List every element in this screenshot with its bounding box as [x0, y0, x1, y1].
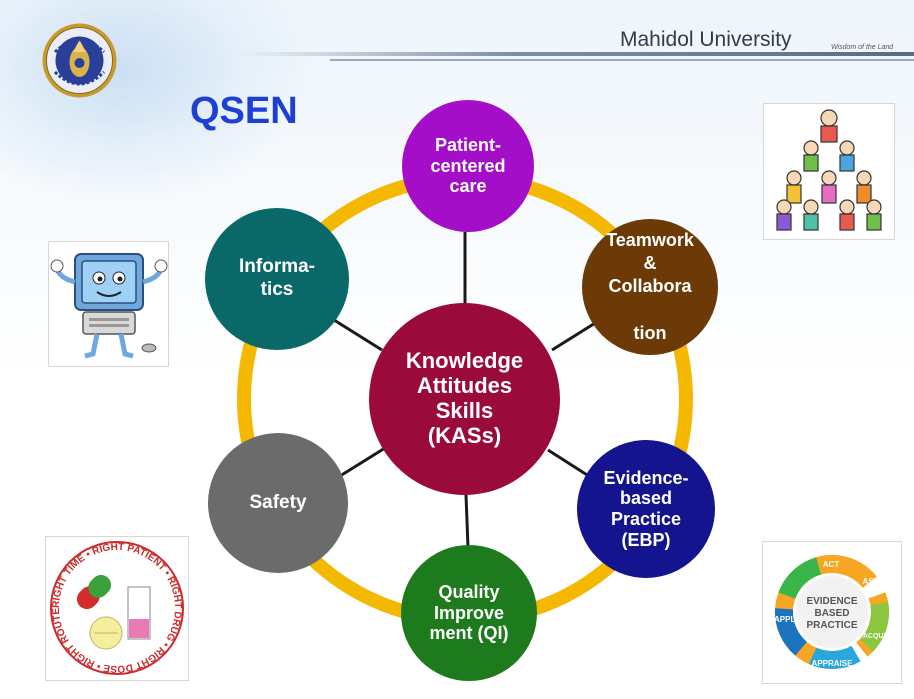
- header-rule: [240, 52, 914, 56]
- safety-medication-rights-clipart: RIGHT TIME • RIGHT PATIENT • RIGHT DRUG …: [45, 536, 189, 681]
- ebp-label-ask: ASK: [863, 577, 880, 586]
- node-informatics: Informa- tics: [205, 208, 349, 350]
- node-evidence-based-practice: Evidence- based Practice (EBP): [577, 440, 715, 578]
- slide-title: QSEN: [190, 90, 298, 132]
- ebp-label-appraise: APPRAISE: [812, 659, 854, 668]
- node-teamwork-collaboration: Teamwork & Collabora tion: [582, 219, 718, 355]
- ebp-center-label-3: PRACTICE: [806, 620, 857, 631]
- node-patient-centered-care: Patient- centered care: [402, 100, 534, 232]
- ebp-label-act: ACT: [823, 560, 840, 569]
- ebp-center-label-1: EVIDENCE: [806, 596, 857, 607]
- university-seal-icon: [42, 23, 117, 98]
- connector-teamwork: [551, 318, 601, 352]
- ebp-cycle-icon: EVIDENCE BASED PRACTICE ACT ASK ACQUIRE …: [774, 555, 896, 669]
- center-node-kas: Knowledge Attitudes Skills (KASs): [369, 303, 560, 495]
- computer-character-icon: [50, 253, 168, 359]
- connector-safety: [339, 446, 386, 478]
- connector-informatics: [333, 318, 383, 352]
- informatics-computer-clipart: [48, 241, 169, 367]
- ebp-label-apply: APPLY: [774, 615, 801, 624]
- ebp-label-acquire: ACQUIRE: [863, 633, 896, 640]
- ebp-center-label-2: BASED: [814, 608, 849, 619]
- university-tagline: Wisdom of the Land: [831, 44, 894, 51]
- medication-rights-icon: RIGHT TIME • RIGHT PATIENT • RIGHT DRUG …: [50, 541, 184, 675]
- header-rule-thin: [330, 59, 914, 61]
- connector-qi: [464, 494, 470, 548]
- node-quality-improvement: Quality Improve ment (QI): [401, 545, 537, 681]
- teamwork-kids-clipart: [763, 103, 895, 240]
- ebp-cycle-clipart: EVIDENCE BASED PRACTICE ACT ASK ACQUIRE …: [762, 541, 902, 684]
- kids-pyramid-icon: [776, 109, 882, 231]
- university-name: Mahidol University: [620, 28, 792, 51]
- node-safety: Safety: [208, 433, 348, 573]
